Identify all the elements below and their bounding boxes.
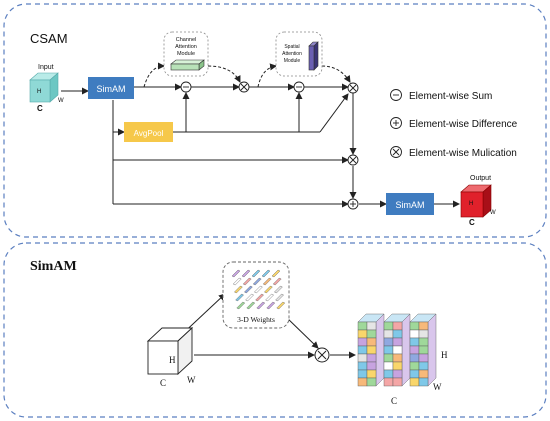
spatial-attention-module	[275, 31, 323, 77]
simam-multiply-operator	[314, 347, 330, 363]
channel-module-line3: Module	[177, 51, 195, 57]
legend-item-sum: Element-wise Sum	[409, 91, 492, 102]
simam-input-w: W	[187, 375, 196, 385]
simam-block-label: SimAM	[97, 84, 126, 94]
legend-plus-icon	[390, 117, 402, 129]
input-label: Input	[38, 64, 54, 71]
multiply-operator-1	[238, 81, 250, 93]
channel-attention-module	[163, 31, 209, 77]
channel-module-line1: Channel	[176, 37, 197, 43]
simam-output-label: SimAM	[396, 200, 425, 210]
plus-operator	[347, 198, 359, 210]
spatial-module-line1: Spatial	[284, 44, 299, 50]
multiply-operator-2	[347, 82, 359, 94]
simam-output-h: H	[441, 350, 448, 360]
simam-title: SimAM	[30, 259, 77, 274]
simam-panel	[3, 242, 547, 418]
spatial-module-line3: Module	[284, 58, 301, 64]
legend-item-difference: Element-wise Difference	[409, 119, 518, 130]
output-cube	[460, 184, 492, 218]
csam-connections	[61, 62, 460, 208]
legend: Element-wise Sum Element-wise Difference…	[390, 89, 518, 159]
weights-label: 3-D Weights	[237, 315, 275, 324]
input-w-label: W	[58, 98, 64, 104]
output-h-label: H	[469, 201, 473, 207]
legend-minus-icon	[390, 89, 402, 101]
simam-output-block	[386, 193, 434, 215]
simam-input-c: C	[160, 378, 166, 388]
minus-operator-1	[180, 81, 192, 93]
channel-module-line2: Attention	[175, 44, 197, 50]
output-c-label: C	[469, 218, 475, 227]
legend-times-icon	[390, 146, 402, 158]
simam-output-c: C	[391, 396, 397, 406]
spatial-module-line2: Attention	[282, 51, 302, 57]
simam-input-cube	[146, 326, 194, 376]
output-w-label: W	[490, 210, 496, 216]
csam-title: CSAM	[30, 31, 68, 46]
simam-block	[88, 77, 134, 99]
multiply-operator-3	[347, 154, 359, 166]
simam-output-w: W	[433, 382, 442, 392]
input-h-label: H	[37, 89, 41, 95]
avgpool-block-label: AvgPool	[134, 129, 164, 138]
input-cube	[29, 72, 59, 103]
simam-output-tensor	[357, 313, 437, 387]
legend-item-multiplication: Element-wise Mulication	[409, 148, 517, 159]
avgpool-block	[124, 122, 173, 142]
minus-operator-2	[293, 81, 305, 93]
output-label: Output	[470, 175, 491, 182]
weights-pattern	[231, 269, 286, 310]
input-c-label: C	[37, 104, 43, 113]
simam-input-h: H	[169, 355, 176, 365]
